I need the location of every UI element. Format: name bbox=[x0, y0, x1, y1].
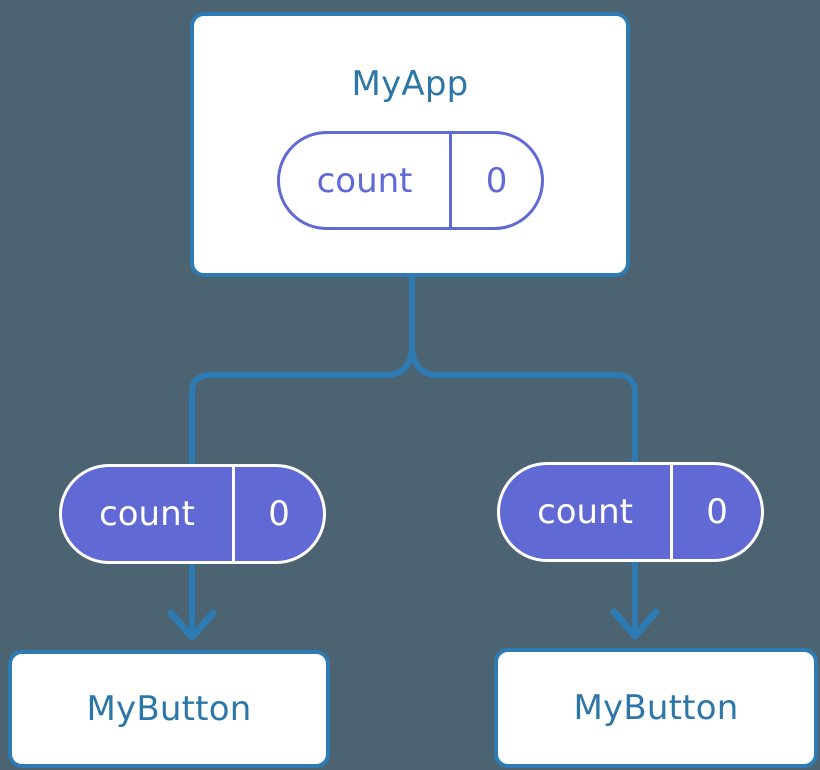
right-child-component-box[interactable]: MyButton bbox=[494, 648, 818, 768]
right-prop-value: 0 bbox=[670, 465, 761, 559]
connector-arrow-left-head bbox=[167, 609, 217, 641]
left-prop-key: count bbox=[99, 494, 195, 534]
left-prop-value: 0 bbox=[232, 467, 323, 561]
left-child-component-box[interactable]: MyButton bbox=[8, 650, 330, 768]
connector-branch-left bbox=[189, 349, 415, 466]
right-prop-pill[interactable]: count 0 bbox=[497, 462, 764, 562]
root-state-key: count bbox=[316, 160, 413, 201]
root-state-value: 0 bbox=[449, 134, 541, 227]
right-prop-key: count bbox=[537, 492, 633, 532]
connector-branch-right bbox=[409, 349, 638, 466]
right-child-component-title: MyButton bbox=[573, 688, 739, 728]
left-prop-pill[interactable]: count 0 bbox=[59, 464, 326, 564]
root-state-pill[interactable]: count 0 bbox=[277, 131, 544, 230]
connector-arrow-right-head bbox=[610, 608, 660, 640]
root-component-title: MyApp bbox=[351, 64, 469, 104]
left-child-component-title: MyButton bbox=[86, 689, 252, 729]
